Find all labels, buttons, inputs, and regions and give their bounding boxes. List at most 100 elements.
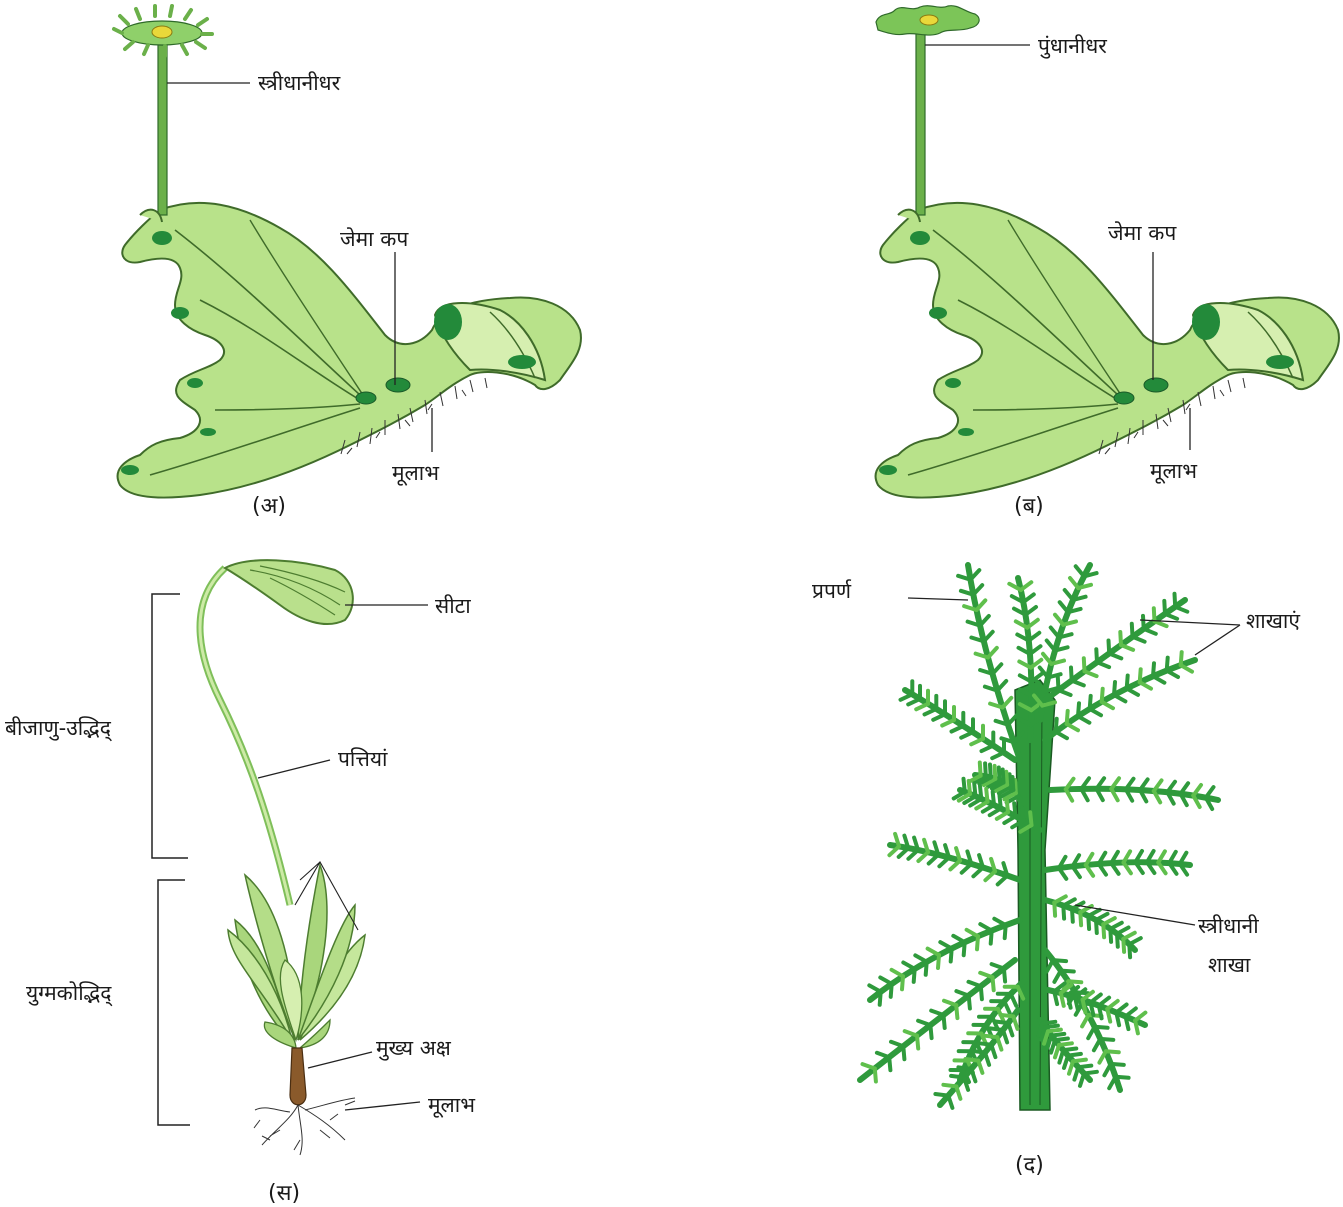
leaflet [1068,981,1081,982]
leaflet [964,942,965,955]
sporophyte-label: बीजाणु-उद्भिद् [5,716,112,742]
leaflet [1048,1030,1061,1032]
archegoniophore-head [114,6,212,56]
leaflet [903,1046,904,1059]
leaflet [991,931,992,944]
leaflet [1175,594,1176,607]
leaflet [1058,677,1059,690]
leaflet [1060,602,1068,612]
leaflet [1003,1030,1007,1042]
panel-a-caption: (अ) [252,494,286,519]
leaflet [1096,914,1108,920]
leaflet [971,739,983,745]
leaflet [1042,1022,1055,1024]
leaflet [1167,658,1168,671]
leaflet [1068,1054,1081,1056]
leaflet [951,949,952,962]
leaves-label: पत्तियां [338,747,388,771]
leaflet [1013,1016,1017,1028]
leaflet [1070,578,1078,588]
leaflet [1045,1026,1058,1028]
leaflet [1116,1077,1129,1078]
leaflet [982,746,994,752]
leaflet [916,704,928,710]
leaflet [991,1045,995,1057]
leaflet [880,992,881,1005]
rhizoids-label-c: मूलाभ [428,1093,476,1118]
leaflet [1004,969,1005,982]
gemma-cup-label: जेमा कप [340,227,409,251]
leaflet [977,936,978,949]
leaflet [1143,616,1144,629]
leaflet [961,732,973,738]
leaflet [1005,925,1006,938]
leaflet [1111,1064,1124,1065]
main-axis-label: मुख्य अक्ष [376,1036,452,1061]
leaflet [914,969,915,982]
leaflet [1076,566,1084,576]
leaflet [1063,899,1075,905]
leaflet [1090,696,1091,709]
leaflet [1054,896,1066,902]
female-branch-label-2: शाखा [1208,953,1251,977]
leaflet [1153,663,1154,676]
leaflet [1011,994,1016,1006]
leaflet [908,699,920,705]
leaflet [1055,1039,1068,1041]
leaflet [926,962,927,975]
leaflet [1088,910,1100,916]
gemma-cup-label-b: जेमा कप [1108,221,1177,245]
leaflet [997,812,1008,819]
leaflet [1051,1034,1064,1036]
antheridiophore-label: पुंधानीधर [1038,34,1107,59]
panel-b-caption: (ब) [1014,494,1044,519]
leaflet [993,977,994,990]
leaflet [1127,676,1128,689]
leaflet [1120,632,1121,645]
leaflet [875,1069,876,1082]
leaflet [981,986,982,999]
leaflet [1004,1001,1009,1013]
panel-c: सीटा बीजाणु-उद्भिद् पत्तियां युग्मकोद्भि… [5,560,476,1206]
panel-b: पुंधानीधर जेमा कप मूलाभ (ब) [876,6,1339,519]
leaflet [971,1069,975,1081]
leaflet [1053,960,1066,961]
leaflet [1135,1013,1145,1021]
leaflet [1106,1051,1119,1052]
leaflet [930,1025,931,1038]
leaflet [983,805,994,812]
leaflet [1078,1066,1091,1068]
leaflet [1107,1001,1117,1009]
female-branch-label-1: स्त्रीधानी [1198,914,1259,938]
leaflet [956,1086,960,1098]
leaflet [1008,1023,1012,1035]
leaflet [901,694,913,700]
leaflet [938,955,939,968]
leaflet [1065,590,1073,600]
leaflet [925,709,937,715]
leaflet [1129,938,1141,944]
leaflet [1084,1072,1097,1074]
leaflet [1109,641,1110,654]
leaflet [948,1096,952,1108]
leaflet [990,809,1001,816]
leaflet [944,1015,945,1028]
leaflet [902,976,903,989]
leaflet [1102,689,1103,702]
leaflet [1110,923,1122,929]
leaflet [1117,928,1129,934]
leaflet [1056,719,1057,732]
leaflet [1095,1027,1108,1028]
gametophyte-label: युग्मकोद्भिद् [26,981,113,1007]
leaflet [1063,1049,1076,1051]
leaflet [1067,711,1068,724]
leaflet [978,1061,982,1073]
leaflet [956,1005,957,1018]
leaflet [1132,624,1133,637]
leaflet [1123,933,1135,939]
leaflet [1114,682,1115,695]
leaflet [1164,601,1165,614]
leafy-gametophyte [228,862,365,1048]
leaflet [985,1053,989,1065]
